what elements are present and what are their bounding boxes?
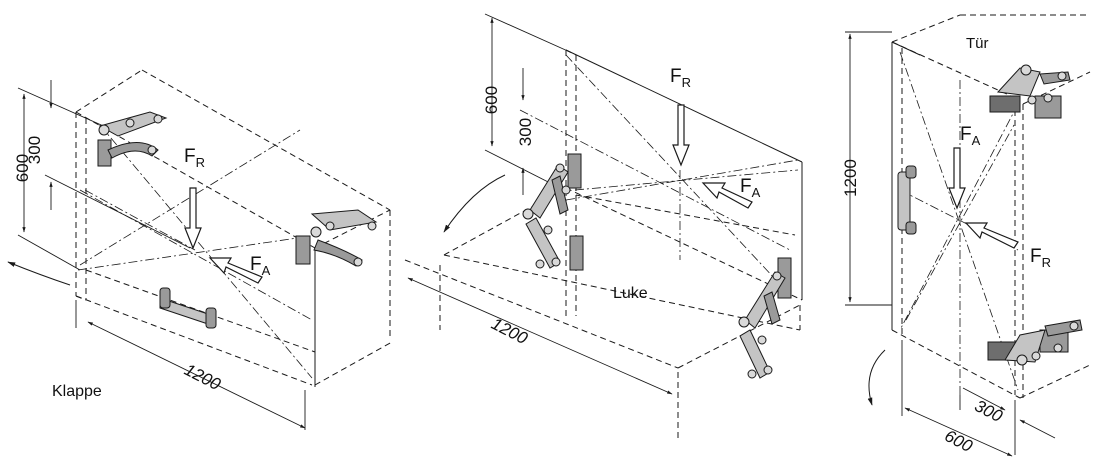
tuer-fr-label: FR (1030, 246, 1051, 270)
tuer-dimensions (845, 31, 1056, 457)
luke-diagonals (519, 54, 799, 296)
klappe-force-axial: FA (208, 254, 271, 284)
klappe-fa-label: FA (250, 254, 271, 278)
luke-width-label: 1200 (488, 314, 531, 348)
klappe-force-radial: FR (184, 146, 205, 250)
panel-klappe: 600 300 1200 Klappe FR FA (7, 69, 393, 430)
luke-fr-label: FR (670, 66, 691, 90)
panel-tuer: 1200 300 600 Tür FA FR (841, 14, 1091, 457)
handle-icon (897, 165, 917, 235)
luke-force-axial: FA (701, 176, 761, 209)
luke-dimensions (407, 13, 673, 395)
force-arrow-icon (701, 182, 753, 209)
klappe-half-height-label: 300 (25, 136, 44, 164)
hinge-icon (738, 257, 792, 379)
luke-half-height-label: 300 (516, 118, 535, 146)
rotation-arrow-icon (443, 174, 506, 233)
force-arrow-icon (964, 222, 1019, 249)
panel-luke: 600 300 1200 Luke FR FA (404, 13, 803, 440)
luke-outline (404, 49, 803, 440)
force-arrow-icon (184, 187, 202, 250)
klappe-fr-label: FR (184, 146, 205, 170)
force-arrow-icon (672, 104, 690, 167)
klappe-width-label: 1200 (181, 360, 224, 394)
hinge-icon (989, 64, 1071, 119)
tuer-name-label: Tür (966, 35, 989, 52)
rotation-arrow-icon (867, 349, 886, 406)
luke-force-radial: FR (670, 66, 691, 167)
hinge-icon (295, 209, 378, 267)
tuer-width-label: 600 (942, 426, 976, 456)
klappe-name-label: Klappe (52, 383, 102, 400)
hinge-icon (522, 153, 584, 271)
hinge-icon (987, 319, 1083, 366)
tuer-force-radial: FR (964, 222, 1051, 270)
force-arrow-icon (948, 147, 966, 210)
tuer-height-label: 1200 (841, 159, 860, 197)
tuer-force-axial: FA (948, 124, 981, 210)
force-arrow-icon (208, 257, 263, 284)
luke-fa-label: FA (740, 176, 761, 200)
rotation-arrow-icon (7, 261, 71, 286)
luke-height-label: 600 (482, 86, 501, 114)
tuer-half-width-label: 300 (972, 396, 1006, 426)
handle-icon (159, 287, 217, 329)
hinge-icon (97, 111, 168, 167)
luke-name-label: Luke (613, 285, 648, 302)
klappe-height-label: 600 (13, 154, 32, 182)
klappe-dimensions (17, 80, 306, 430)
tuer-fa-label: FA (960, 124, 981, 148)
